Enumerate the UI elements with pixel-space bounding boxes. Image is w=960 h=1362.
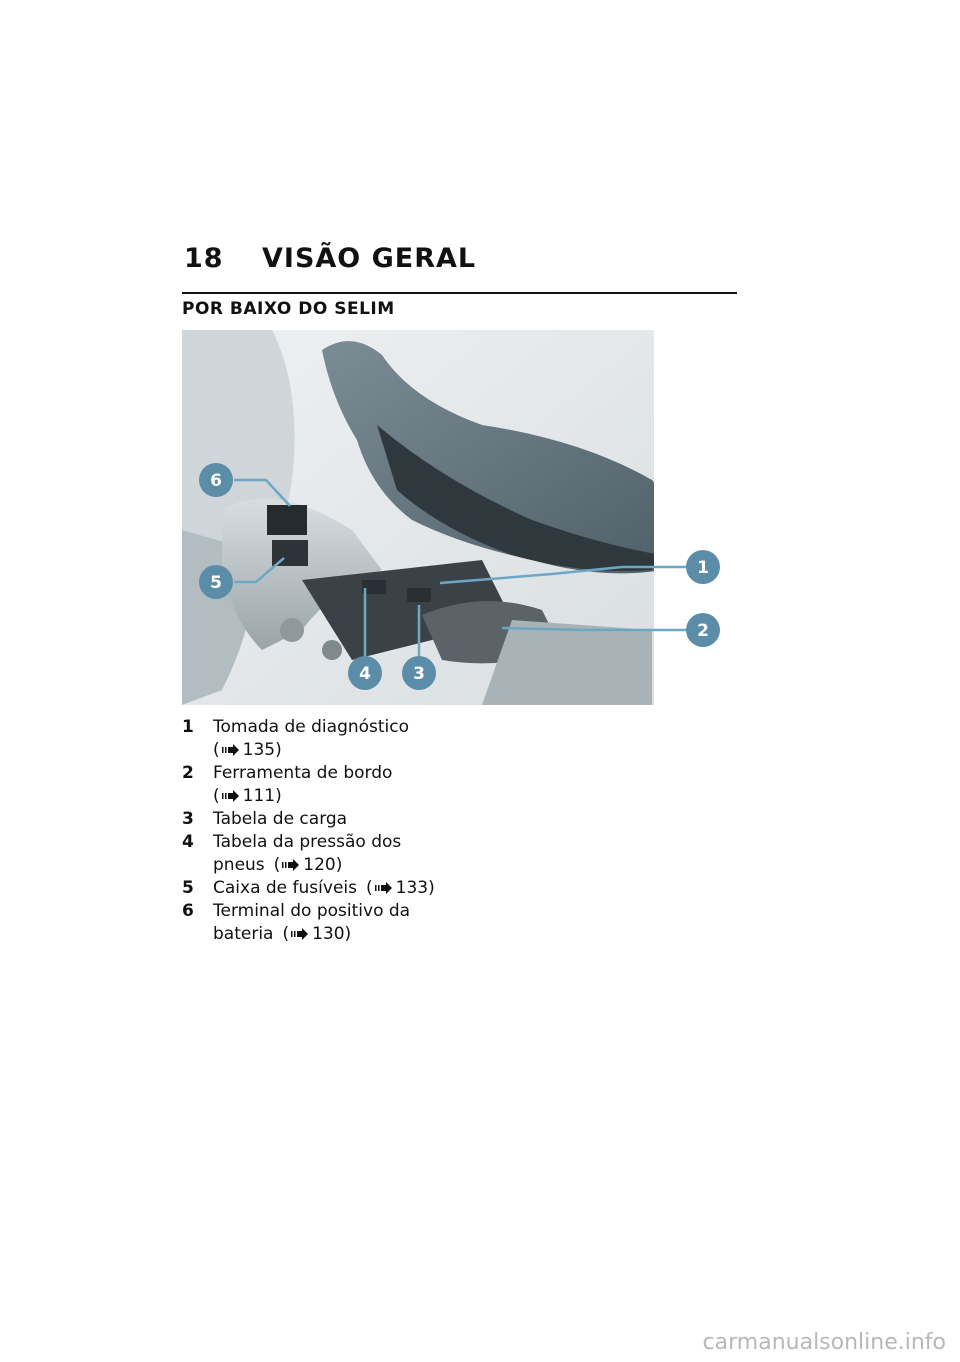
legend-list: 1 Tomada de diagnóstico (135) 2 Ferramen… bbox=[182, 716, 512, 946]
page-arrow-icon bbox=[291, 928, 309, 940]
fuse-box-shape bbox=[267, 505, 307, 535]
legend-number: 3 bbox=[182, 809, 194, 829]
page-arrow-icon bbox=[374, 882, 392, 894]
legend-text: Tabela da pressão dos bbox=[213, 832, 402, 852]
legend-text-line: Caixa de fusíveis(133) bbox=[213, 878, 435, 898]
page-reference[interactable]: (133) bbox=[366, 878, 435, 898]
header-rule bbox=[182, 292, 737, 294]
battery-tray-shape bbox=[302, 560, 512, 660]
watermark: carmanualsonline.info bbox=[702, 1330, 946, 1355]
label-plate-3 bbox=[407, 588, 431, 602]
callout-right-overlay: 1 2 bbox=[654, 550, 720, 647]
callout-6: 6 bbox=[199, 463, 233, 497]
legend-text: Terminal do positivo da bbox=[213, 901, 411, 921]
legend-number: 4 bbox=[182, 832, 194, 852]
seat-shape bbox=[322, 341, 654, 574]
legend-number: 1 bbox=[182, 717, 194, 737]
legend-number: 5 bbox=[182, 878, 194, 898]
seat-underside-shape bbox=[377, 425, 654, 571]
callout-5: 5 bbox=[199, 565, 233, 599]
legend-item: 2 Ferramenta de bordo (111) bbox=[182, 762, 512, 808]
legend-text-continuation: pneus(120) bbox=[213, 855, 343, 875]
svg-text:3: 3 bbox=[413, 664, 425, 684]
page-reference[interactable]: (111) bbox=[213, 786, 282, 806]
page-arrow-icon bbox=[282, 859, 300, 871]
callout-1: 1 bbox=[686, 550, 720, 584]
legend-text: Tomada de diagnóstico bbox=[213, 717, 410, 737]
page-reference[interactable]: (120) bbox=[273, 855, 343, 875]
callout-3: 3 bbox=[402, 656, 436, 690]
legend-text-continuation: bateria(130) bbox=[213, 924, 352, 944]
chapter-title: VISÃO GERAL bbox=[262, 243, 477, 274]
page-arrow-icon bbox=[221, 790, 239, 802]
svg-text:4: 4 bbox=[359, 664, 371, 684]
page-number: 18 bbox=[184, 243, 224, 274]
legend-text: Tabela de carga bbox=[213, 809, 348, 829]
page-reference[interactable]: (135) bbox=[213, 740, 282, 760]
section-title: POR BAIXO DO SELIM bbox=[182, 299, 395, 319]
legend-number: 2 bbox=[182, 763, 194, 783]
page-arrow-icon bbox=[221, 744, 239, 756]
page-reference[interactable]: (130) bbox=[282, 924, 352, 944]
legend-item: 5 Caixa de fusíveis(133) bbox=[182, 877, 512, 900]
legend-item: 1 Tomada de diagnóstico (135) bbox=[182, 716, 512, 762]
legend-item: 3 Tabela de carga bbox=[182, 808, 512, 831]
frame-shape bbox=[222, 498, 382, 650]
legend-item: 6 Terminal do positivo da bateria(130) bbox=[182, 900, 512, 946]
legend-text: Ferramenta de bordo bbox=[213, 763, 393, 783]
legend-number: 6 bbox=[182, 901, 194, 921]
callout-4: 4 bbox=[348, 656, 382, 690]
svg-text:6: 6 bbox=[210, 471, 222, 491]
fastener-1 bbox=[280, 618, 304, 642]
svg-text:1: 1 bbox=[697, 558, 709, 578]
svg-text:2: 2 bbox=[697, 621, 709, 641]
label-plate-4 bbox=[362, 580, 386, 594]
fastener-2 bbox=[322, 640, 342, 660]
legend-item: 4 Tabela da pressão dos pneus(120) bbox=[182, 831, 512, 877]
rear-frame-shape bbox=[482, 620, 652, 705]
svg-text:5: 5 bbox=[210, 573, 222, 593]
under-seat-illustration: 6 5 4 3 bbox=[182, 330, 654, 705]
callout-2: 2 bbox=[686, 613, 720, 647]
